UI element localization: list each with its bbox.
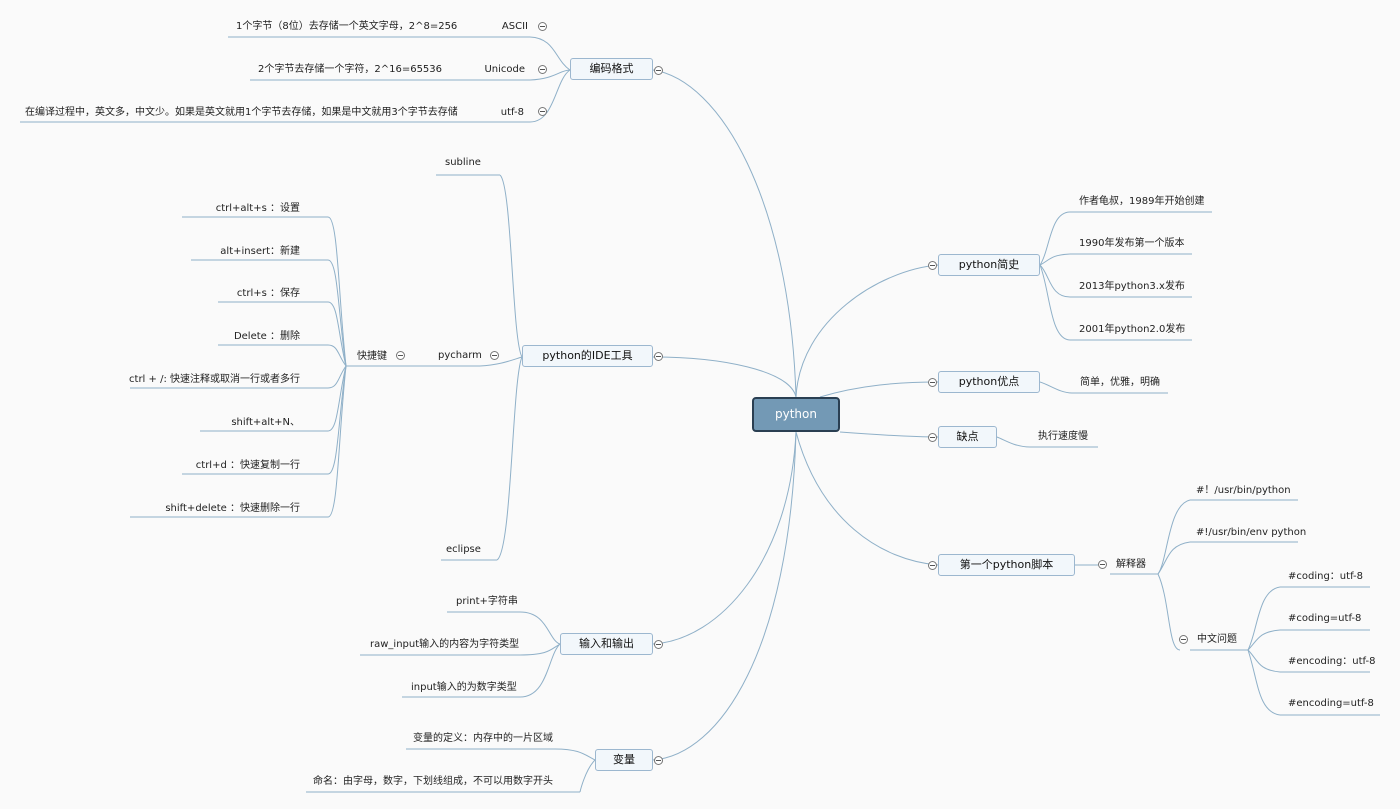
topic-io[interactable]: 输入和输出 xyxy=(560,633,653,655)
node-unicode-detail[interactable]: 2个字节去存储一个字符，2^16=65536 xyxy=(258,64,443,75)
shortcut-item[interactable]: shift+alt+N、 xyxy=(231,417,300,428)
cons-item[interactable]: 执行速度慢 xyxy=(1038,431,1088,442)
collapse-toggle-cons[interactable] xyxy=(928,433,937,442)
history-item[interactable]: 2013年python3.x发布 xyxy=(1079,281,1185,292)
shortcut-item[interactable]: shift+delete ：快速删除一行 xyxy=(165,503,300,514)
history-item[interactable]: 2001年python2.0发布 xyxy=(1079,324,1186,335)
collapse-toggle-interpreter[interactable] xyxy=(1098,560,1107,569)
shortcut-item[interactable]: ctrl + /: 快速注释或取消一行或者多行 xyxy=(129,374,300,385)
history-item[interactable]: 作者龟叔，1989年开始创建 xyxy=(1079,196,1205,207)
collapse-toggle-unicode[interactable] xyxy=(538,65,547,74)
collapse-toggle-io[interactable] xyxy=(654,640,663,649)
shortcut-item[interactable]: ctrl+d ：快速复制一行 xyxy=(195,460,300,471)
topic-history[interactable]: python简史 xyxy=(938,254,1040,276)
collapse-toggle-chinese[interactable] xyxy=(1179,635,1188,644)
collapse-toggle-pycharm[interactable] xyxy=(490,351,499,360)
collapse-toggle-script[interactable] xyxy=(928,561,937,570)
pros-item[interactable]: 简单，优雅，明确 xyxy=(1080,377,1160,388)
topic-encoding[interactable]: 编码格式 xyxy=(570,58,653,80)
shortcut-item[interactable]: ctrl+s ：保存 xyxy=(236,288,300,299)
interpreter-item[interactable]: #！/usr/bin/python xyxy=(1196,485,1291,496)
node-unicode[interactable]: Unicode xyxy=(484,64,525,75)
history-item[interactable]: 1990年发布第一个版本 xyxy=(1079,238,1185,249)
node-subline[interactable]: subline xyxy=(445,157,481,168)
node-ascii[interactable]: ASCII xyxy=(501,21,528,32)
io-item[interactable]: raw_input输入的内容为字符类型 xyxy=(370,639,520,650)
collapse-toggle-history[interactable] xyxy=(928,261,937,270)
topic-ide[interactable]: python的IDE工具 xyxy=(522,345,653,367)
topic-pros[interactable]: python优点 xyxy=(938,371,1040,393)
node-ascii-detail[interactable]: 1个字节（8位）去存储一个英文字母，2^8=256 xyxy=(236,21,458,32)
node-pycharm[interactable]: pycharm xyxy=(438,350,482,361)
node-interpreter[interactable]: 解释器 xyxy=(1116,559,1146,570)
collapse-toggle-utf8[interactable] xyxy=(538,107,547,116)
chinese-item[interactable]: #coding：utf-8 xyxy=(1288,571,1364,582)
node-utf8-detail[interactable]: 在编译过程中，英文多，中文少。如果是英文就用1个字节去存储，如果是中文就用3个字… xyxy=(25,107,458,118)
io-item[interactable]: print+字符串 xyxy=(456,596,518,607)
node-utf8[interactable]: utf-8 xyxy=(500,107,524,118)
io-item[interactable]: input输入的为数字类型 xyxy=(411,682,517,693)
chinese-item[interactable]: #encoding：utf-8 xyxy=(1288,656,1376,667)
topic-variable[interactable]: 变量 xyxy=(595,749,653,771)
chinese-item[interactable]: #coding=utf-8 xyxy=(1288,613,1362,624)
shortcut-item[interactable]: alt+insert：新建 xyxy=(220,246,300,257)
variable-item[interactable]: 变量的定义：内存中的一片区域 xyxy=(413,733,553,744)
collapse-toggle-shortcuts[interactable] xyxy=(396,351,405,360)
shortcut-item[interactable]: ctrl+alt+s ：设置 xyxy=(215,203,300,214)
collapse-toggle-ide[interactable] xyxy=(654,352,663,361)
collapse-toggle-pros[interactable] xyxy=(928,378,937,387)
collapse-toggle-encoding[interactable] xyxy=(654,66,663,75)
variable-item[interactable]: 命名：由字母，数字，下划线组成，不可以用数字开头 xyxy=(313,776,553,787)
interpreter-item[interactable]: #!/usr/bin/env python xyxy=(1196,527,1307,538)
shortcut-item[interactable]: Delete ：删除 xyxy=(233,331,300,342)
node-chinese[interactable]: 中文问题 xyxy=(1197,634,1237,645)
root-topic[interactable]: python xyxy=(752,397,840,432)
collapse-toggle-variable[interactable] xyxy=(654,756,663,765)
chinese-item[interactable]: #encoding=utf-8 xyxy=(1288,698,1374,709)
node-shortcuts[interactable]: 快捷键 xyxy=(357,351,387,362)
topic-script[interactable]: 第一个python脚本 xyxy=(938,554,1075,576)
topic-cons[interactable]: 缺点 xyxy=(938,426,997,448)
collapse-toggle-ascii[interactable] xyxy=(538,22,547,31)
node-eclipse[interactable]: eclipse xyxy=(446,544,481,555)
